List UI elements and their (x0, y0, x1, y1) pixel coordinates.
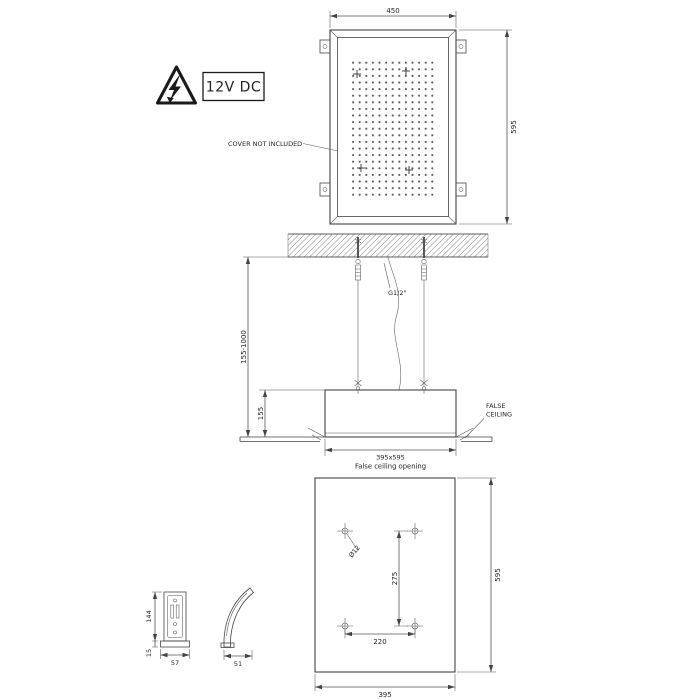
lightning-bolt-icon (168, 73, 181, 102)
dim-suspension-label: 155-1000 (240, 330, 248, 364)
panel-bevel-lines (329, 29, 457, 225)
suspension-rod-left (354, 237, 362, 394)
dim-595-extension-lines (459, 29, 512, 225)
panel-outer-frame (329, 29, 457, 225)
dim-155-label: 155 (257, 407, 265, 420)
dim-144-label: 144 (145, 610, 153, 622)
false-ceiling-lines (239, 427, 493, 442)
false-ceiling-leader (464, 418, 485, 439)
cover-note-leader (302, 143, 339, 152)
false-ceiling-label-line2: CEILING (486, 411, 512, 419)
hole-marker-top-left (337, 523, 353, 539)
opening-caption-label: False ceiling opening (355, 463, 426, 471)
dim-15-label: 15 (145, 649, 153, 657)
dim-595-plan-label: 595 (494, 568, 502, 581)
lightning-arrow-tip (166, 96, 174, 103)
dim-opening-extensions (324, 439, 457, 456)
dim-220-extensions (344, 629, 416, 638)
bracket-profile-foot (220, 642, 235, 648)
dim-595-top-label: 595 (510, 120, 518, 133)
cover-note-label: COVER NOT INCLUDED (228, 140, 302, 148)
false-ceiling-label-line1: FALSE (486, 402, 505, 410)
panel-inner-frame (337, 37, 449, 217)
voltage-badge-frame (202, 71, 265, 102)
bracket-profile-inner-line (226, 592, 248, 637)
thread-size-leader (383, 262, 391, 289)
dim-opening-label: 395x595 (376, 454, 405, 462)
bracket-profile (223, 587, 255, 648)
bracket-faceplate (167, 595, 183, 638)
shower-unit-body (324, 389, 457, 438)
hole-diameter-label: Ø12 (347, 544, 362, 559)
bracket-bottom-hole (173, 630, 177, 635)
hole-diameter-leader (346, 533, 359, 552)
voltage-label: 12V DC (206, 80, 261, 96)
dim-395-label: 395 (378, 691, 391, 699)
bracket-side-view: 51 (220, 587, 255, 668)
ceiling-opening-plan-view: Ø12 275 220 595 395 (314, 477, 502, 699)
fixing-cross-marks (353, 67, 413, 174)
warning-triangle (155, 65, 198, 105)
bracket-mid-hole (173, 622, 177, 626)
electrical-warning-icon (155, 65, 198, 105)
bracket-base-plate (160, 640, 190, 648)
dim-595-plan-extensions (457, 477, 496, 673)
opening-outline (314, 477, 456, 673)
dim-57-label: 57 (171, 659, 179, 667)
dim-51-label: 51 (234, 660, 242, 668)
dim-395-extensions (314, 674, 456, 691)
voltage-badge: 12V DC (202, 71, 265, 102)
bracket-top-hole (173, 598, 177, 603)
dim-144-extensions (152, 591, 162, 648)
bracket-slot-right (175, 604, 180, 619)
dim-275-label: 275 (391, 572, 399, 585)
dim-57-extensions (160, 649, 190, 659)
bracket-front-view: 144 15 57 (145, 591, 190, 667)
shower-panel-top-view: 450 595 COVER NOT INCL (228, 7, 518, 225)
hole-marker-top-right (407, 523, 423, 539)
dim-51-extensions (223, 650, 253, 660)
perforation-field (349, 57, 437, 199)
ceiling-slab (287, 233, 489, 258)
flexible-hose (387, 256, 402, 391)
thread-size-label: G1/2" (388, 289, 407, 297)
bracket-slot-left (170, 604, 174, 619)
dim-220-label: 220 (373, 638, 386, 646)
dim-450-label: 450 (386, 7, 399, 15)
suspension-rod-right (420, 237, 428, 394)
installation-section-view: G1/2" FALSE CEILING 155-1000 155 395x595… (239, 233, 512, 471)
